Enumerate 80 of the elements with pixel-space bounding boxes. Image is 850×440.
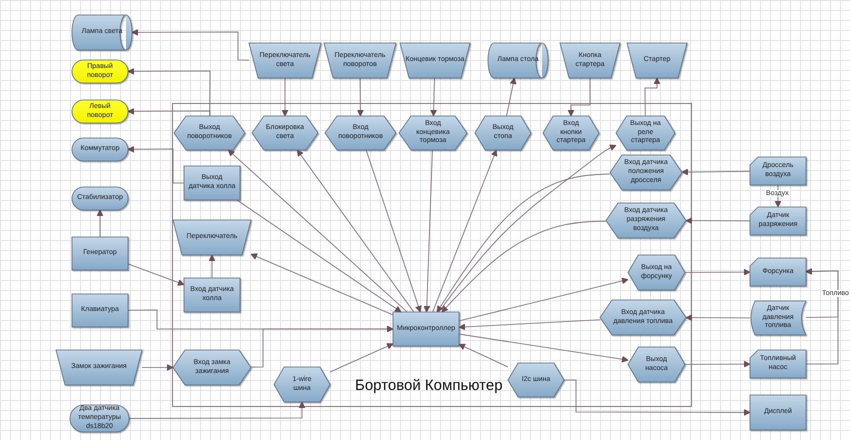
boundary-title: Бортовой Компьютер [355, 377, 503, 394]
process-box [72, 237, 128, 270]
arrow [132, 29, 250, 61]
arrow [96, 210, 104, 238]
arrow [430, 78, 437, 116]
sensor-box [750, 350, 806, 378]
arrow [432, 150, 498, 312]
process-hexagon [600, 300, 686, 335]
process-hexagon [606, 203, 686, 238]
arrow [686, 314, 750, 322]
terminal-pill [72, 60, 128, 83]
arrow [806, 268, 838, 318]
process-box [184, 278, 240, 312]
arrow [686, 217, 750, 224]
terminal-pill [72, 187, 128, 210]
process-hexagon [543, 116, 599, 150]
arrow [684, 268, 750, 276]
arrow [458, 319, 600, 330]
terminal-pill [72, 138, 128, 161]
process-box [750, 395, 806, 430]
process-hexagon [616, 116, 675, 150]
input-trapezoid [56, 350, 142, 385]
arrow [128, 108, 210, 116]
process-box [72, 294, 128, 327]
process-hexagon [475, 116, 531, 150]
process-hexagon [274, 367, 330, 402]
arrow [458, 344, 508, 368]
process-hexagon [628, 347, 685, 382]
terminal-pill [70, 405, 129, 432]
process-hexagon [610, 155, 682, 190]
process-hexagon [173, 350, 251, 385]
arrow [236, 200, 402, 312]
arrow [423, 150, 433, 312]
arrow [644, 78, 660, 116]
process-box [184, 166, 240, 200]
arrow [128, 146, 184, 184]
arrow [128, 263, 184, 286]
arrow [442, 220, 606, 312]
arrow [228, 150, 408, 312]
input-trapezoid [400, 43, 470, 78]
arrow [142, 364, 174, 371]
input-trapezoid [627, 43, 687, 78]
arrow [458, 278, 628, 322]
process-hexagon [174, 116, 245, 150]
lamp-cylinder [488, 43, 548, 78]
arrow [250, 253, 394, 316]
arrow [568, 78, 590, 116]
switch-trapezoid [173, 220, 251, 255]
process-hexagon [628, 255, 685, 290]
arrow [684, 360, 750, 368]
arrow [366, 150, 422, 312]
lamp-cylinder [72, 15, 132, 50]
arrow [506, 78, 516, 116]
arrow [356, 78, 364, 116]
process-box [393, 312, 459, 346]
arrow [296, 150, 414, 312]
input-trapezoid [560, 43, 620, 78]
arrow [436, 174, 610, 312]
terminal-pill [72, 100, 128, 123]
arrow [330, 343, 394, 372]
arrow [282, 78, 288, 116]
system-boundary [172, 103, 692, 407]
arrow [250, 326, 394, 368]
arrow [128, 68, 210, 116]
process-hexagon [325, 116, 396, 150]
process-hexagon [508, 363, 564, 397]
arrow [208, 254, 216, 278]
input-trapezoid [324, 43, 396, 78]
arrow [438, 144, 616, 312]
arrow [128, 402, 306, 419]
sensor-box [750, 157, 806, 185]
arrow [458, 334, 628, 363]
process-hexagon [252, 116, 318, 150]
sensor-box [750, 301, 806, 335]
arrow [682, 168, 750, 176]
input-trapezoid [249, 43, 321, 78]
sensor-box [750, 207, 806, 235]
arrow [564, 380, 750, 416]
sensor-box [750, 258, 806, 286]
process-hexagon [399, 116, 467, 150]
